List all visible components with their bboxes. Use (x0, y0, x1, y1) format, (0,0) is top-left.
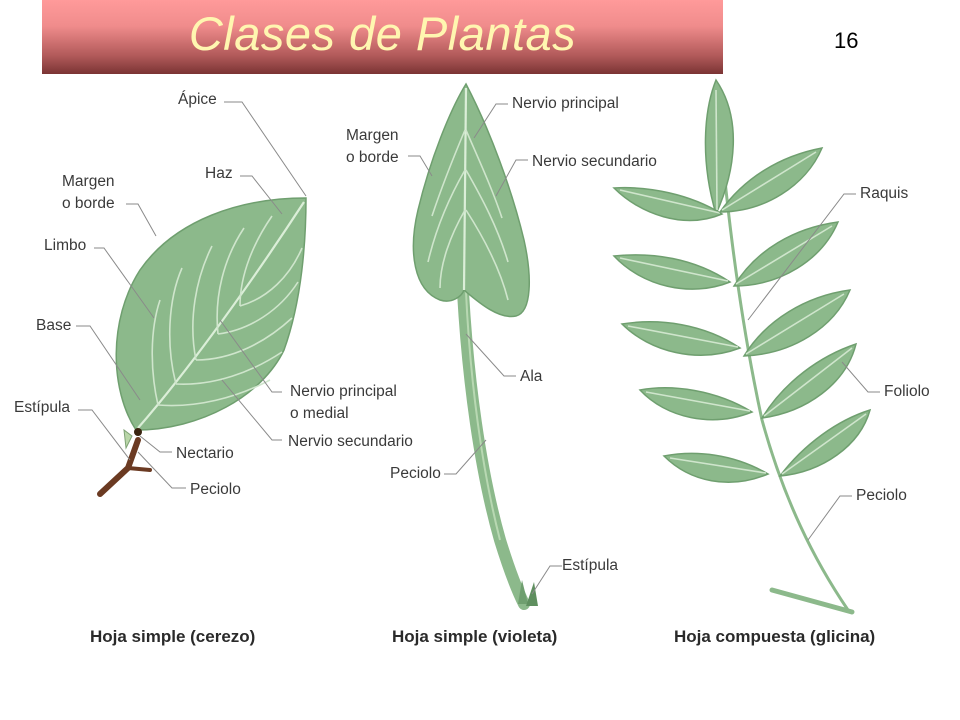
label-nervio-principal-cerezo-line1: Nervio principal (290, 383, 397, 400)
label-margen-cerezo-line1: Margen (62, 173, 115, 190)
label-nervio-secundario-cerezo: Nervio secundario (288, 433, 413, 450)
slide-title: Clases de Plantas (188, 7, 577, 60)
label-margen-violeta-line1: Margen (346, 127, 399, 144)
violet-leader-lines (408, 103, 562, 595)
page-number: 16 (834, 28, 859, 53)
cherry-leaf-illustration (97, 197, 307, 497)
label-nectario: Nectario (176, 445, 234, 462)
label-base: Base (36, 317, 71, 334)
label-peciolo-violeta: Peciolo (390, 465, 441, 482)
caption-cerezo: Hoja simple (cerezo) (90, 627, 255, 646)
label-estipula-violeta: Estípula (562, 557, 618, 574)
wisteria-leaf-illustration (612, 78, 872, 615)
label-peciolo-glicina: Peciolo (856, 487, 907, 504)
label-apice: Ápice (178, 91, 217, 108)
title-band: Clases de Plantas (42, 0, 723, 74)
violet-leaf-illustration (412, 82, 538, 610)
label-margen-violeta-line2: o borde (346, 149, 399, 166)
label-nervio-principal-violeta: Nervio principal (512, 95, 619, 112)
label-margen-cerezo-line2: o borde (62, 195, 115, 212)
label-nervio-secundario-violeta: Nervio secundario (532, 153, 657, 170)
label-foliolo: Foliolo (884, 383, 930, 400)
label-ala: Ala (520, 368, 543, 385)
wisteria-leader-lines (747, 193, 880, 541)
label-haz: Haz (205, 165, 233, 182)
cherry-leader-lines (76, 101, 307, 489)
label-estipula-cerezo: Estípula (14, 399, 70, 416)
label-raquis: Raquis (860, 185, 908, 202)
label-nervio-principal-cerezo-line2: o medial (290, 405, 349, 422)
label-peciolo-cerezo: Peciolo (190, 481, 241, 498)
caption-glicina: Hoja compuesta (glicina) (674, 627, 875, 646)
caption-violeta: Hoja simple (violeta) (392, 627, 557, 646)
label-limbo: Limbo (44, 237, 86, 254)
